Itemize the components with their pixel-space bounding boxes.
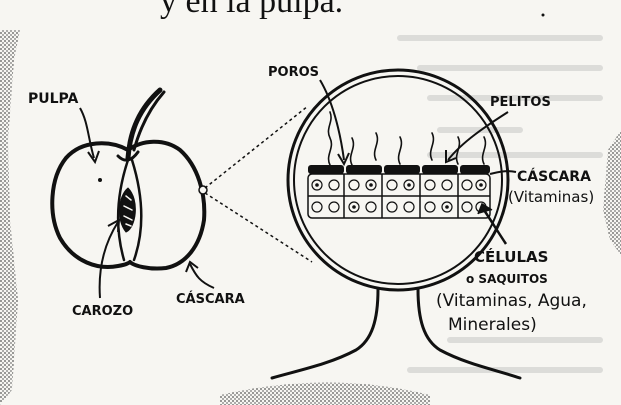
arrow-cascara-zoom	[490, 171, 516, 174]
arrow-carozo	[100, 222, 118, 298]
label-carozo: CAROZO	[72, 304, 133, 319]
label-vitaminas: (Vitaminas)	[508, 188, 594, 206]
arrow-cascara-fruit	[190, 264, 214, 288]
left-edge-shadow	[0, 30, 20, 405]
header-text: y en la pulpa.	[160, 0, 343, 20]
label-cascara-fruit: CÁSCARA	[176, 291, 245, 307]
label-cascara-zoom: CÁSCARA	[517, 168, 591, 185]
label-cell-contents-2: Minerales)	[448, 315, 537, 335]
fruit-pit	[119, 188, 135, 232]
label-pelitos: PELITOS	[490, 95, 551, 110]
right-edge-shadow	[603, 130, 621, 255]
label-poros: POROS	[268, 65, 319, 80]
arrow-pulpa	[80, 108, 94, 158]
label-pulpa: PULPA	[28, 91, 79, 107]
label-celulas: CÉLULAS	[474, 247, 548, 266]
bottom-shadow	[220, 383, 430, 405]
fruit-cross-section	[52, 90, 204, 269]
label-o-saquitos: o SAQUITOS	[466, 272, 548, 286]
label-cell-contents-1: (Vitaminas, Agua,	[436, 291, 587, 311]
cell-layer	[308, 165, 490, 218]
